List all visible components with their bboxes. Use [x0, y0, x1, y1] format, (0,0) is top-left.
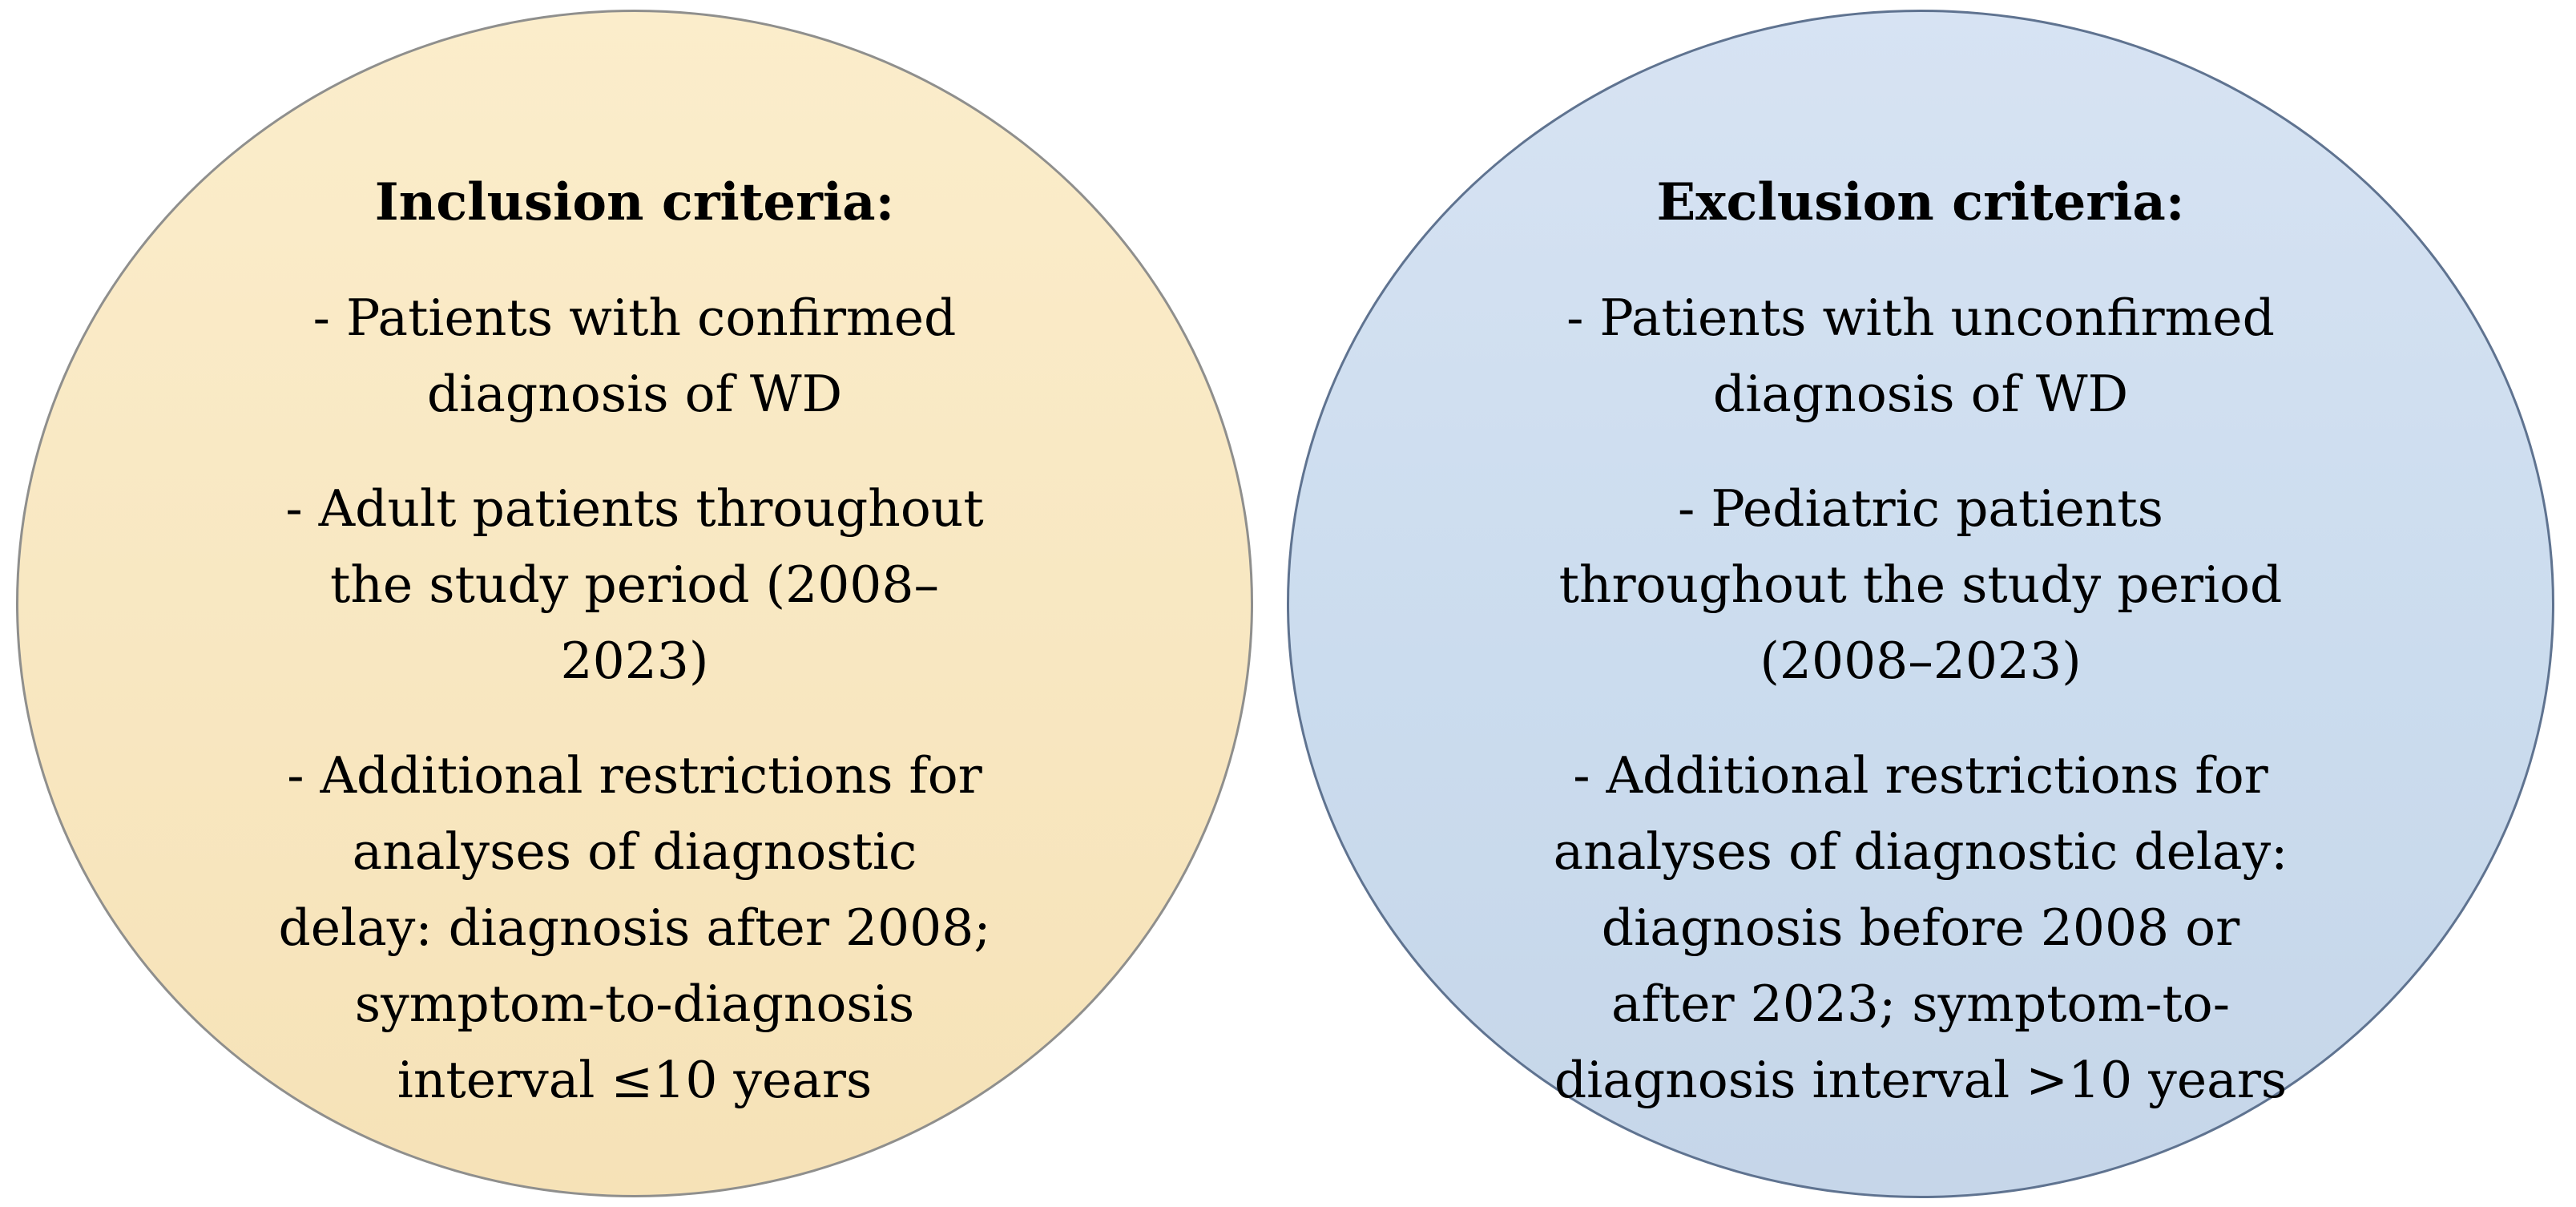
exclusion-content: Exclusion criteria: - Patients with unco… [1432, 12, 2409, 1118]
exclusion-item-unconfirmed-diagnosis: - Patients with unconfirmed diagnosis of… [1566, 289, 2275, 423]
exclusion-title: Exclusion criteria: [1656, 172, 2185, 232]
inclusion-item-adult-patients: - Adult patients throughout the study pe… [285, 479, 984, 690]
exclusion-item-pediatric-patients: - Pediatric patients throughout the stud… [1558, 479, 2283, 690]
exclusion-item-additional-restrictions: - Additional restrictions for analyses o… [1553, 746, 2288, 1109]
inclusion-content: Inclusion criteria: - Patients with conf… [210, 12, 1059, 1118]
inclusion-title: Inclusion criteria: [374, 172, 895, 232]
inclusion-item-additional-restrictions: - Additional restrictions for analyses o… [278, 746, 991, 1109]
inclusion-criteria-ellipse: Inclusion criteria: - Patients with conf… [16, 10, 1253, 1197]
inclusion-item-confirmed-diagnosis: - Patients with confirmed diagnosis of W… [312, 289, 957, 423]
exclusion-criteria-ellipse: Exclusion criteria: - Patients with unco… [1287, 10, 2554, 1198]
